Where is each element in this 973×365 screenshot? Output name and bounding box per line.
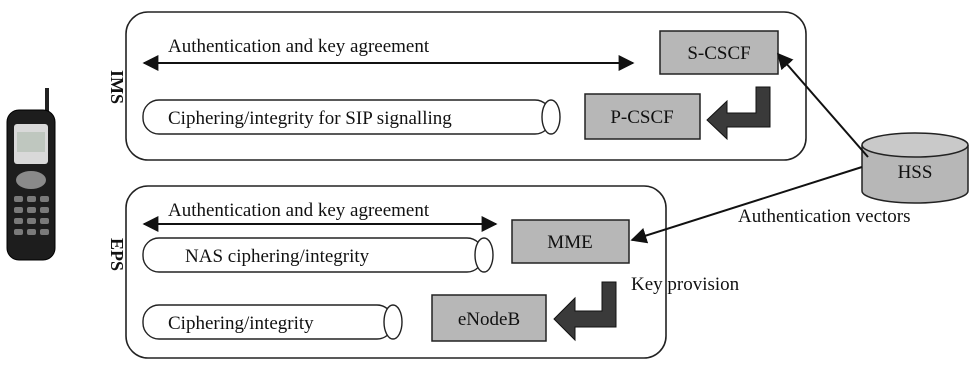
eps-domain-frame [125,185,667,359]
eps-aka-label: Authentication and key agreement [168,200,430,221]
eps-nas-label: NAS ciphering/integrity [185,246,370,267]
ims-sip-channel-pipe [142,99,561,135]
ims-channel-label: Ciphering/integrity for SIP signalling [168,108,452,129]
hss-database-icon [861,132,969,204]
mobile-phone-icon [6,88,56,261]
eps-channel-label: Ciphering/integrity [168,313,314,334]
s-cscf-label: S-CSCF [687,43,750,64]
hss-to-mme-arrow [630,166,863,244]
enodeb-label: eNodeB [458,309,520,330]
hss-to-s-cscf-arrow [776,52,869,158]
key-provision-label: Key provision [631,274,740,295]
ims-aka-label: Authentication and key agreement [168,36,430,57]
eps-air-channel-pipe [142,304,403,340]
hss-label: HSS [898,162,933,183]
eps-label: EPS [107,238,127,271]
eps-bent-arrow-icon [553,281,617,342]
mme-label: MME [547,232,592,253]
p-cscf-label: P-CSCF [610,107,673,128]
ims-bent-arrow-icon [706,86,771,141]
s-cscf-box [659,30,779,75]
eps-nas-channel-pipe [142,237,494,273]
ims-label: IMS [107,70,127,104]
enodeb-box [431,294,547,342]
authentication-vectors-label: Authentication vectors [738,206,911,227]
mme-box [511,219,630,264]
p-cscf-box [584,93,701,140]
